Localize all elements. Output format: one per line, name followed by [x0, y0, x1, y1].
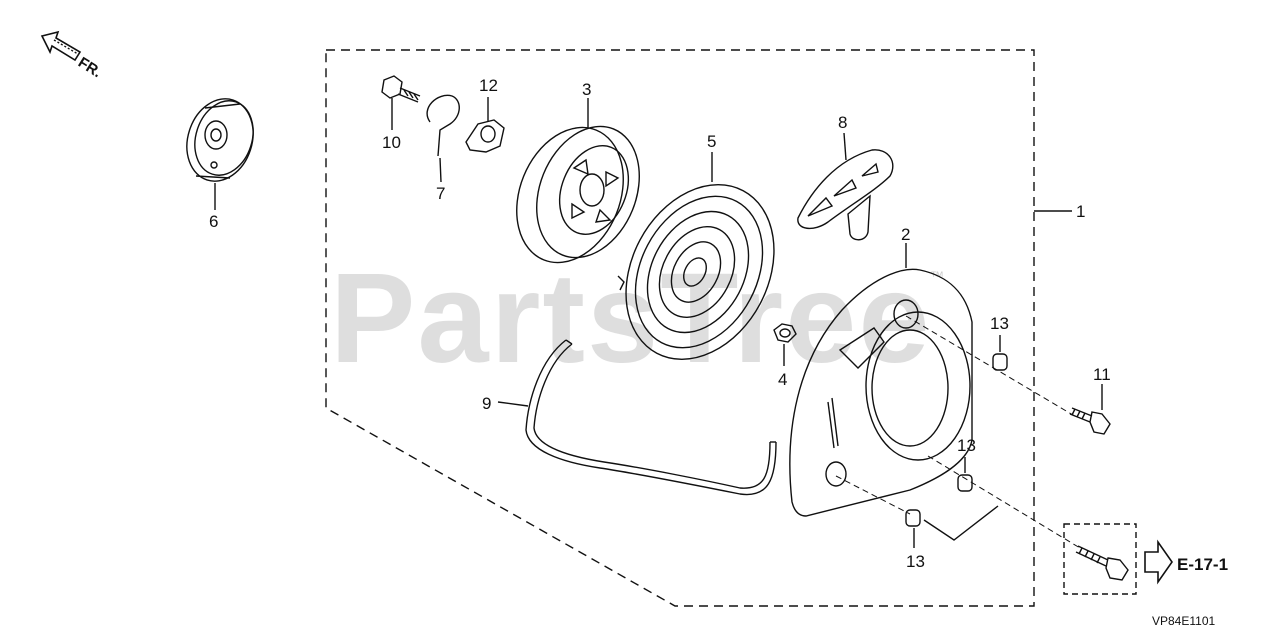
reference-box — [1063, 523, 1137, 595]
ratchet-part-12 — [465, 119, 505, 153]
recoil-spring-part-5 — [617, 184, 775, 360]
callout-11: 11 — [1093, 365, 1111, 384]
starter-case-part-2 — [789, 268, 973, 517]
callout-10: 10 — [382, 133, 401, 152]
collar-part-13-upper — [992, 353, 1008, 371]
callout-8: 8 — [838, 113, 848, 132]
callout-9: 9 — [482, 394, 492, 413]
ratchet-plate-part-6 — [186, 98, 254, 182]
alignment-line-b — [927, 455, 1081, 549]
rope-part-9 — [525, 339, 777, 496]
callout-1: 1 — [1076, 202, 1086, 221]
collar-part-13-middle — [957, 474, 973, 492]
callout-7: 7 — [436, 184, 446, 203]
reference-label: E-17-1 — [1177, 555, 1229, 574]
bolt-part-10 — [381, 75, 421, 103]
reference-arrow-icon — [1144, 539, 1173, 585]
starter-grip-part-8 — [797, 149, 894, 241]
callout-3: 3 — [582, 80, 592, 99]
callout-13-middle: 13 — [957, 436, 976, 455]
callout-13-upper: 13 — [990, 314, 1009, 333]
leader-8 — [843, 132, 847, 161]
leader-9 — [497, 401, 529, 407]
diagram-code: VP84E1101 — [1152, 614, 1216, 628]
collar-part-13-lower — [905, 509, 921, 527]
collar-bracket — [923, 505, 999, 541]
nut-part-4 — [773, 323, 797, 343]
callout-5: 5 — [707, 132, 717, 151]
bolt-part-11 — [1069, 407, 1111, 435]
alignment-line-c — [835, 475, 911, 515]
callout-6: 6 — [209, 212, 219, 231]
callout-4: 4 — [778, 370, 788, 389]
reel-part-3 — [516, 125, 640, 264]
bolt-reference-part — [1075, 545, 1129, 581]
front-direction-arrow-icon — [40, 30, 82, 62]
spring-clip-part-7 — [426, 94, 460, 157]
callout-2: 2 — [901, 225, 911, 244]
callout-13-lower: 13 — [906, 552, 925, 571]
assembly-boundary — [325, 49, 1035, 607]
alignment-line-a — [905, 315, 1079, 419]
callout-12: 12 — [479, 76, 498, 95]
leader-7 — [439, 157, 442, 183]
